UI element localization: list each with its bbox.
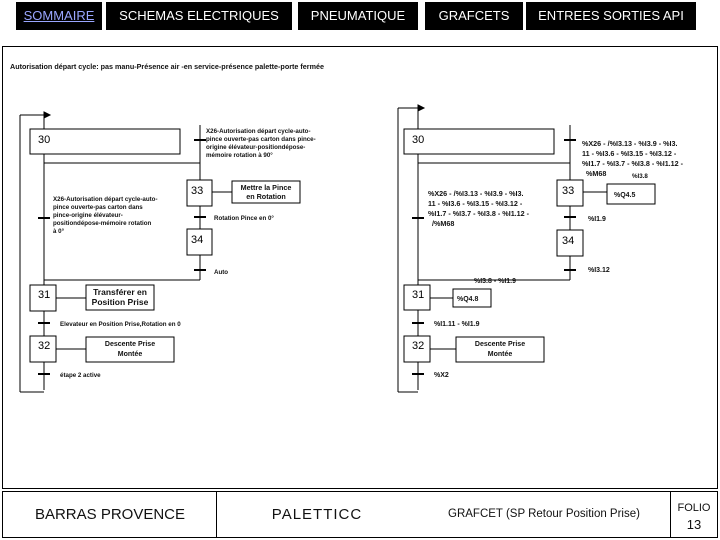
left-step-30-label: 30 [38,134,50,146]
nav-schemas-electriques[interactable]: SCHEMAS ELECTRIQUES [106,2,292,30]
right-transition-30-top-extra: %I3.8 [632,173,648,180]
title-block-project-cell: PALETTICC [217,492,417,537]
left-action-32-line2: Montée [118,351,143,358]
nav-entrees-sorties-api[interactable]: ENTREES SORTIES API [526,2,696,30]
left-transition-30-left-line3: pince-origine élévateur- [53,212,123,219]
left-transition-32: étape 2 active [60,372,101,379]
right-transition-30-left-line3: %I1.7 - %I3.7 - %I3.8 - %I1.12 - [428,209,530,218]
left-step-32-label: 32 [38,340,50,352]
right-step-33-label: 33 [562,185,574,197]
left-action-33-line1: Mettre la Pince [241,183,292,192]
title-block-company-cell: BARRAS PROVENCE [3,492,217,537]
top-navigation: SOMMAIRE SCHEMAS ELECTRIQUES PNEUMATIQUE… [0,0,720,34]
right-transition-30-top-line2: 11 - %I3.6 - %I3.15 - %I3.12 - [582,149,677,158]
left-action-32-line1: Descente Prise [105,341,155,348]
right-transition-31: %I1.11 - %I1.9 [434,321,480,328]
left-transition-34: Auto [214,269,228,276]
project-name: PALETTICC [271,506,363,523]
title-block: BARRAS PROVENCE PALETTICC GRAFCET (SP Re… [2,491,718,538]
right-action-32-line1: Descente Prise [475,341,525,348]
nav-grafcets[interactable]: GRAFCETS [425,2,523,30]
sheet-title: GRAFCET (SP Retour Position Prise) [448,508,640,520]
right-transition-32: %X2 [434,372,449,379]
left-transition-30-top-line1: X26-Autorisation départ cycle-auto- [206,128,311,135]
nav-sommaire[interactable]: SOMMAIRE [16,2,102,30]
company-name: BARRAS PROVENCE [34,506,186,523]
left-transition-30-top-line3: origine élévateur-positiondépose- [206,144,305,151]
left-transition-31: Elevateur en Position Prise,Rotation en … [60,321,181,328]
right-step-32-label: 32 [412,340,424,352]
right-transition-30-top-line4: %M68 [586,169,606,178]
left-transition-30-top-line4: mémoire rotation à 90° [206,152,273,159]
folio-label: FOLIO [677,502,711,514]
left-transition-33: Rotation Pince en 0° [214,215,274,222]
left-action-33-line2: en Rotation [246,192,286,201]
title-block-title-cell: GRAFCET (SP Retour Position Prise) [417,492,671,537]
left-transition-30-top-line2: pince ouverte-pas carton dans pince- [206,136,316,143]
right-action-32-line2: Montée [488,351,513,358]
right-transition-34-below: %I3.8 - %I1.9 [474,278,516,285]
left-step-33-label: 33 [191,185,203,197]
left-transition-30-left-line1: X26-Autorisation départ cycle-auto- [53,196,158,203]
right-transition-33: %I1.9 [588,216,606,223]
left-step-34-label: 34 [191,234,203,246]
right-transition-30-top-line1: %X26 - /%I3.13 - %I3.9 - %I3. [582,139,677,148]
right-transition-30-left-line1: %X26 - /%I3.13 - %I3.9 - %I3. [428,189,523,198]
left-transition-30-left-line4: positiondépose-mémoire rotation [53,220,152,227]
right-step-34-label: 34 [562,235,574,247]
left-transition-30-left-line5: à 0° [53,228,65,235]
right-step-30-label: 30 [412,134,424,146]
title-block-folio-cell: FOLIO 13 [671,492,717,537]
right-transition-30-top-line3: %I1.7 - %I3.7 - %I3.8 - %I1.12 - [582,159,684,168]
right-transition-30-left-line2: 11 - %I3.6 - %I3.15 - %I3.12 - [428,199,523,208]
right-step-31-label: 31 [412,289,424,301]
right-transition-30-left-line4: /%M68 [432,219,454,228]
nav-pneumatique[interactable]: PNEUMATIQUE [298,2,418,30]
left-action-31-line2: Position Prise [92,297,149,307]
folio-number: 13 [686,517,702,532]
left-action-31-line1: Transférer en [93,287,147,297]
right-transition-34: %I3.12 [588,267,610,274]
diagram-frame [2,46,718,489]
left-header-condition: Autorisation départ cycle: pas manu-Prés… [10,62,324,71]
left-step-31-label: 31 [38,289,50,301]
left-transition-30-left-line2: pince ouverte-pas carton dans [53,204,143,211]
right-action-31: %Q4.8 [457,296,479,303]
right-action-33: %Q4.5 [614,192,636,199]
